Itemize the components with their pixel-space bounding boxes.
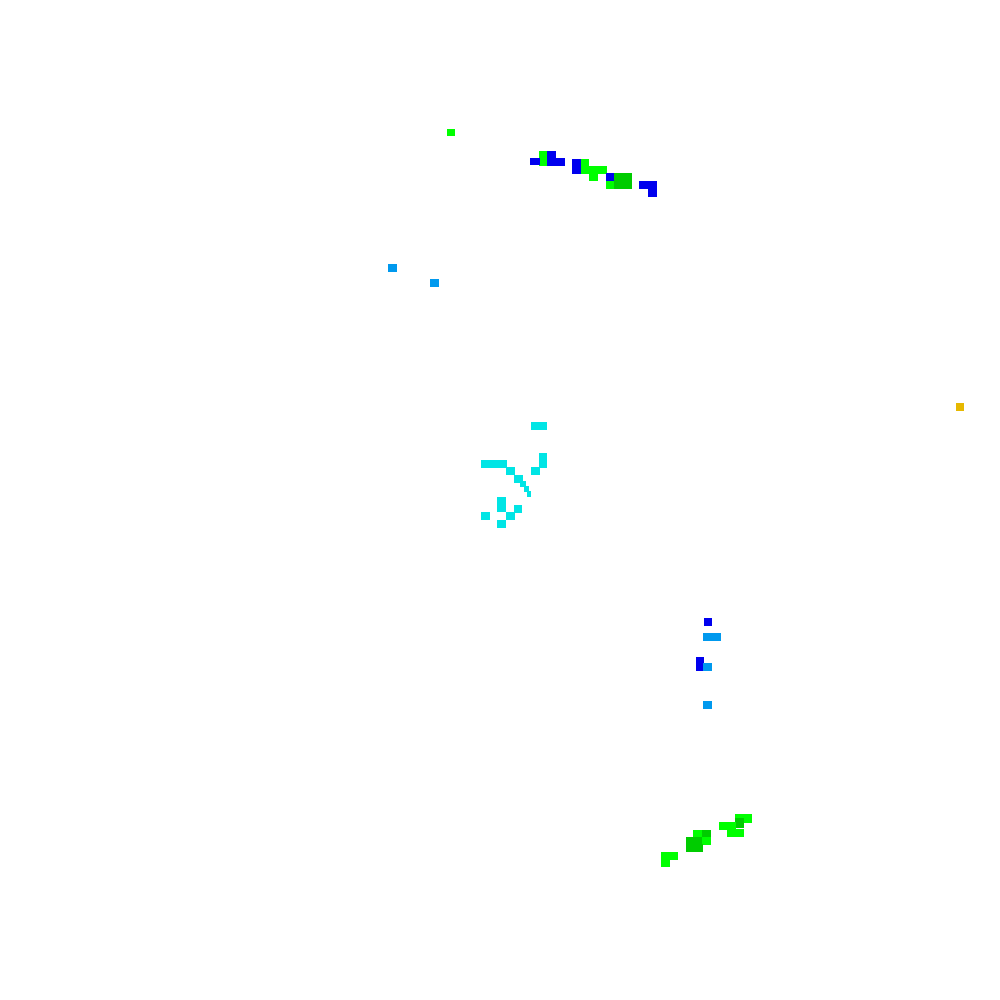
top-streak-pixel — [572, 159, 583, 174]
center-swirl-pixel — [539, 453, 547, 468]
bottom-streak-pixel — [661, 852, 678, 860]
center-swirl-pixel — [514, 505, 522, 513]
edge-dot-pixel — [956, 403, 964, 411]
right-column-pixel — [704, 618, 712, 626]
center-swirl-pixel — [506, 512, 515, 520]
bottom-streak-pixel — [702, 837, 711, 845]
center-swirl-pixel — [506, 467, 515, 475]
top-streak-pixel — [530, 158, 540, 165]
top-streak-pixel — [606, 181, 616, 189]
center-swirl-pixel — [524, 486, 529, 492]
center-swirl-cluster — [481, 422, 547, 528]
bottom-streak-pixel — [702, 830, 711, 838]
top-streak-cluster — [447, 129, 657, 197]
right-column-pixel — [703, 633, 721, 641]
top-streak-pixel — [589, 173, 598, 181]
top-streak-pixel — [581, 159, 589, 167]
left-specks-pixel — [430, 279, 439, 287]
top-streak-pixel — [547, 151, 556, 159]
top-streak-pixel — [447, 129, 455, 136]
center-swirl-pixel — [481, 512, 490, 520]
bottom-streak-pixel — [727, 829, 744, 837]
right-column-cluster — [696, 618, 721, 709]
bottom-streak-pixel — [735, 818, 744, 828]
right-column-pixel — [696, 657, 704, 671]
bottom-streak-pixel — [686, 837, 703, 845]
center-swirl-pixel — [481, 460, 507, 468]
center-swirl-pixel — [531, 467, 540, 475]
center-swirl-pixel — [514, 475, 523, 483]
center-swirl-pixel — [497, 520, 506, 528]
bottom-streak-pixel — [661, 859, 670, 867]
top-streak-pixel — [547, 158, 565, 166]
bottom-streak-cluster — [661, 814, 752, 867]
top-streak-pixel — [581, 166, 607, 174]
bottom-streak-pixel — [686, 844, 703, 852]
left-specks-pixel — [388, 264, 397, 272]
right-column-pixel — [703, 663, 712, 671]
edge-dot-cluster — [956, 403, 964, 411]
top-streak-pixel — [539, 151, 548, 166]
right-column-pixel — [703, 701, 712, 709]
center-swirl-pixel — [497, 497, 506, 512]
left-specks-cluster — [388, 264, 439, 287]
top-streak-pixel — [639, 181, 657, 189]
center-swirl-pixel — [527, 491, 531, 497]
top-streak-pixel — [606, 173, 615, 182]
top-streak-pixel — [648, 189, 657, 197]
center-swirl-pixel — [520, 481, 526, 487]
center-swirl-pixel — [531, 422, 547, 430]
top-streak-pixel — [614, 173, 632, 189]
bottom-streak-pixel — [719, 822, 736, 830]
